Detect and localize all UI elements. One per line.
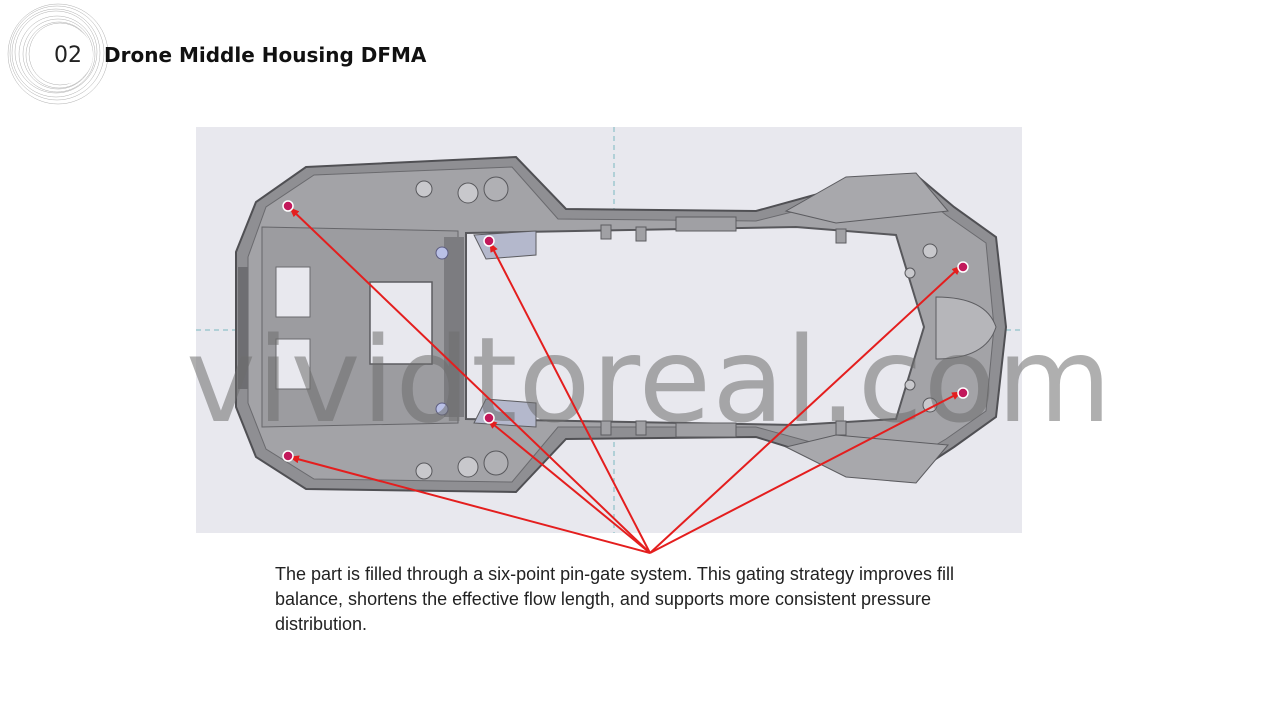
housing-figure <box>196 127 1022 533</box>
housing-illustration <box>196 127 1022 533</box>
figure-caption: The part is filled through a six-point p… <box>275 564 954 634</box>
section-number: 02 <box>54 43 82 68</box>
badge-swirl-decoration <box>7 3 109 105</box>
section-badge: 02 <box>6 2 110 106</box>
slide-title: Drone Middle Housing DFMA <box>104 43 427 67</box>
